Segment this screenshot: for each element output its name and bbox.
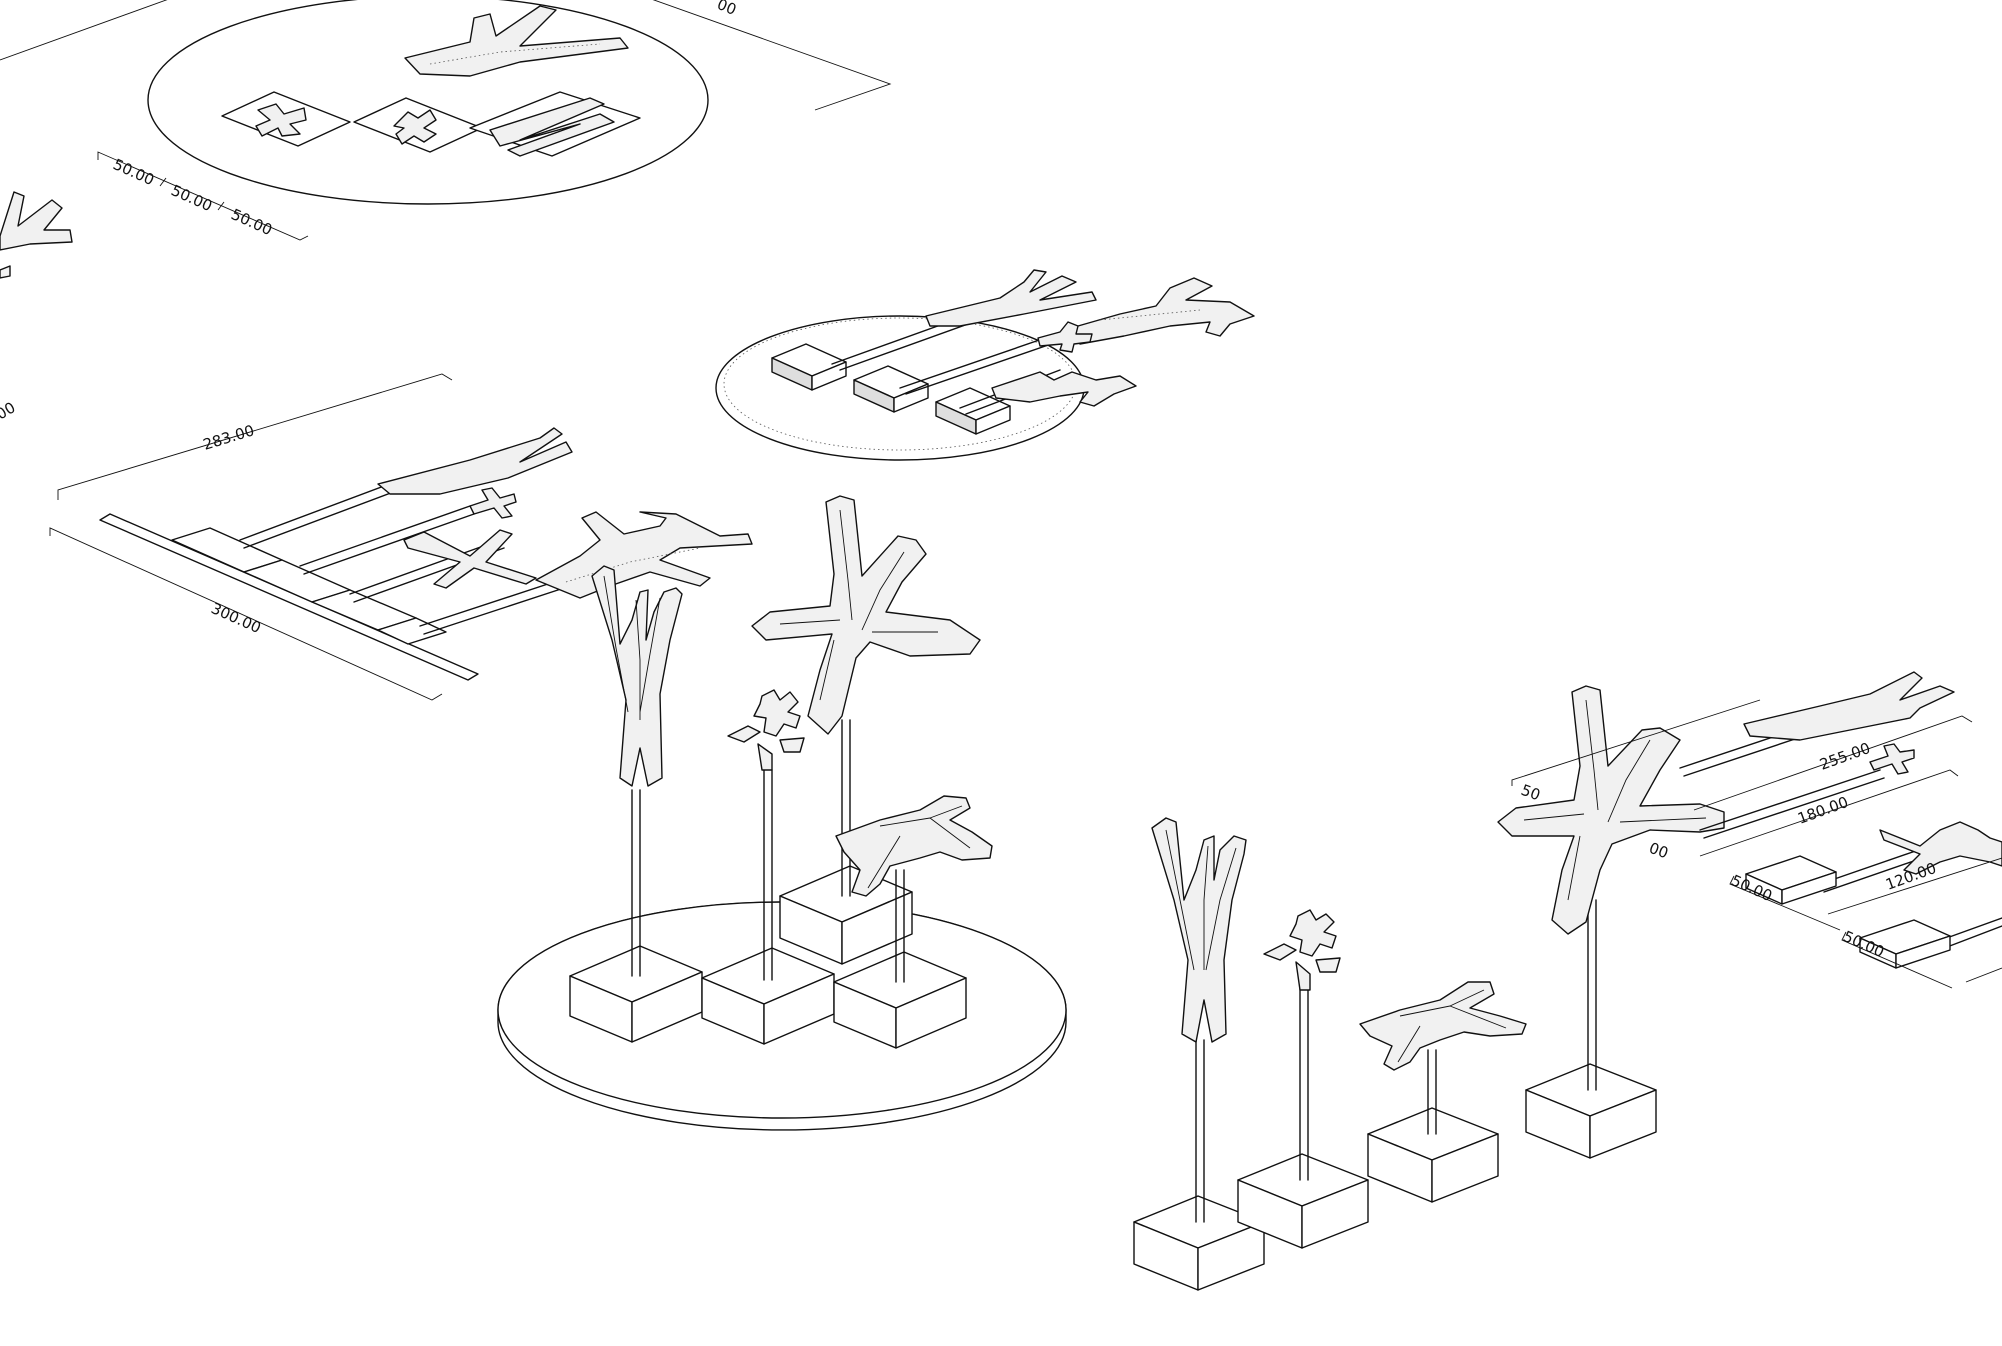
dim-rail-upper: 283.00 xyxy=(201,421,256,454)
round-small-cross xyxy=(727,689,805,771)
dim-line-180 xyxy=(1699,769,1959,857)
round-big-y xyxy=(751,495,981,735)
stand-block-a xyxy=(1133,1195,1265,1291)
tray-dim-line xyxy=(97,151,309,241)
dim-line-255-a xyxy=(1511,699,1761,786)
dim-left-edge: 00 xyxy=(0,398,19,423)
stand-tall-y xyxy=(1151,817,1247,1043)
oval-flat-y-2 xyxy=(1063,277,1255,345)
stand-rod-c xyxy=(1427,1049,1437,1135)
rail-flat-big-y xyxy=(535,511,753,599)
top-flat-y xyxy=(404,5,629,77)
right-flat-cross xyxy=(1869,743,1915,775)
rail-rod-1 xyxy=(239,479,405,549)
oval-flat-y-1 xyxy=(925,269,1097,327)
plate-1 xyxy=(221,91,351,147)
dim-line-120 xyxy=(1827,857,2002,915)
rail-dim-lower xyxy=(49,527,443,701)
top-dim-line-right xyxy=(652,0,892,111)
dim-line-255 xyxy=(1693,715,1973,811)
top-tray-ellipse xyxy=(147,0,709,205)
dim-line-right-tail xyxy=(1965,967,2002,983)
rail-rod-4 xyxy=(419,579,565,635)
stand-block-d xyxy=(1525,1063,1657,1159)
stand-rod-d xyxy=(1587,899,1597,1091)
round-rod-3 xyxy=(841,719,851,897)
dim-rail-lower: 300.00 xyxy=(208,599,263,637)
right-rod-mid xyxy=(1699,769,1885,839)
dim-line-50-mid xyxy=(1729,875,1841,931)
base-rail xyxy=(99,513,479,681)
oval-flat-x xyxy=(991,371,1137,407)
base-block-3 xyxy=(833,951,967,1049)
rail-dim-upper xyxy=(57,373,453,500)
dim-tray-b: 50.00 xyxy=(168,181,215,215)
dim-255: 255.00 xyxy=(1817,739,1872,774)
rail-flat-cross xyxy=(469,487,517,519)
dim-right-00: 00 xyxy=(1647,839,1671,862)
stand-flat-x xyxy=(1359,981,1527,1071)
top-dim-line-left xyxy=(0,0,168,61)
right-flat-y xyxy=(1743,671,1955,741)
round-flat-x xyxy=(835,795,993,897)
dim-line-50-bottom xyxy=(1841,931,1953,989)
stand-block-b xyxy=(1237,1153,1369,1249)
top-tray-group: 00 50.00 50.00 50.00 xyxy=(0,0,892,241)
dim-tray-a: 50.00 xyxy=(110,155,157,189)
rail-rod-2 xyxy=(299,505,475,575)
round-rod-2 xyxy=(763,769,773,981)
round-base-group xyxy=(497,495,1067,1131)
left-edge-fragment: 00 xyxy=(0,191,73,423)
dim-50-top: 50 xyxy=(1519,781,1543,804)
rail-flat-y xyxy=(377,427,573,495)
plate-3 xyxy=(469,91,641,157)
stand-big-y xyxy=(1497,685,1725,935)
plate-2 xyxy=(353,97,483,153)
round-rod-1 xyxy=(631,789,641,977)
right-standing-group: 255.00 180.00 120.00 50 50.00 50.00 00 xyxy=(1133,671,2002,1291)
base-block-1 xyxy=(569,945,703,1043)
stand-small-cross xyxy=(1263,909,1341,991)
stand-rod-b xyxy=(1299,987,1309,1181)
rail-block-4 xyxy=(377,617,447,645)
stand-block-c xyxy=(1367,1107,1499,1203)
tray-dim-ticks xyxy=(159,177,225,211)
oval-tray-group xyxy=(715,269,1255,461)
dim-tray-c: 50.00 xyxy=(228,205,275,239)
right-flat-x xyxy=(1879,821,2002,875)
stand-rod-a xyxy=(1195,1039,1205,1223)
round-rod-4 xyxy=(895,869,905,983)
base-block-2 xyxy=(701,947,835,1045)
round-tall-y xyxy=(591,565,683,787)
dim-top-right: 00 xyxy=(715,0,739,19)
rail-flat-x xyxy=(403,529,537,589)
oval-flat-cross xyxy=(1037,321,1093,353)
